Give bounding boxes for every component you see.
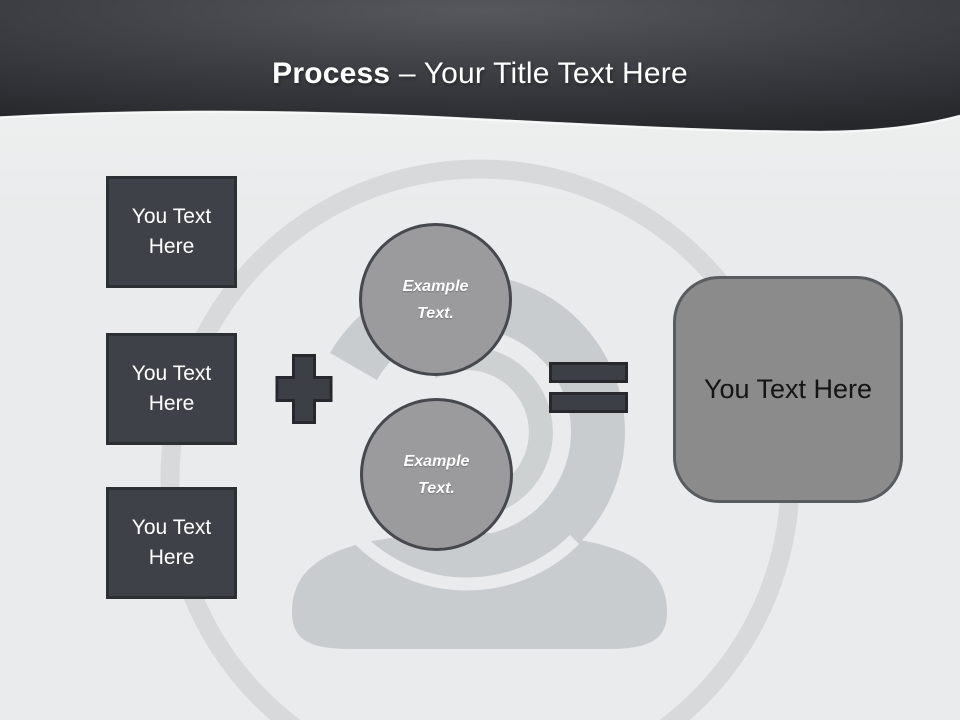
header-wave-shape	[0, 0, 960, 131]
input-box-2: You Text Here	[106, 333, 237, 445]
example-circle-1: Example Text.	[359, 223, 512, 376]
example-circle-2: Example Text.	[360, 398, 513, 551]
plus-icon	[275, 354, 333, 424]
equals-bottom-bar	[549, 392, 628, 413]
input-box-1: You Text Here	[106, 176, 237, 288]
example-circle-2-label: Example Text.	[403, 452, 470, 497]
title-bold-text: Process	[272, 57, 391, 90]
result-box: You Text Here	[673, 276, 903, 503]
equals-top-bar	[549, 362, 628, 383]
equals-icon	[549, 362, 628, 413]
input-box-2-label: You Text Here	[131, 362, 212, 415]
input-box-3-label: You Text Here	[131, 516, 212, 569]
swirl-gap-arc-icon	[354, 534, 580, 591]
input-box-3: You Text Here	[106, 487, 237, 599]
person-shoulders-icon	[292, 533, 667, 649]
title-rest-text: – Your Title Text Here	[398, 57, 688, 90]
result-box-label: You Text Here	[703, 374, 873, 404]
input-box-1-label: You Text Here	[131, 205, 212, 258]
slide-title: Process – Your Title Text Here	[0, 52, 960, 96]
example-circle-1-label: Example Text.	[402, 277, 469, 322]
header-band	[0, 0, 960, 134]
header-wave-highlight	[0, 110, 960, 134]
